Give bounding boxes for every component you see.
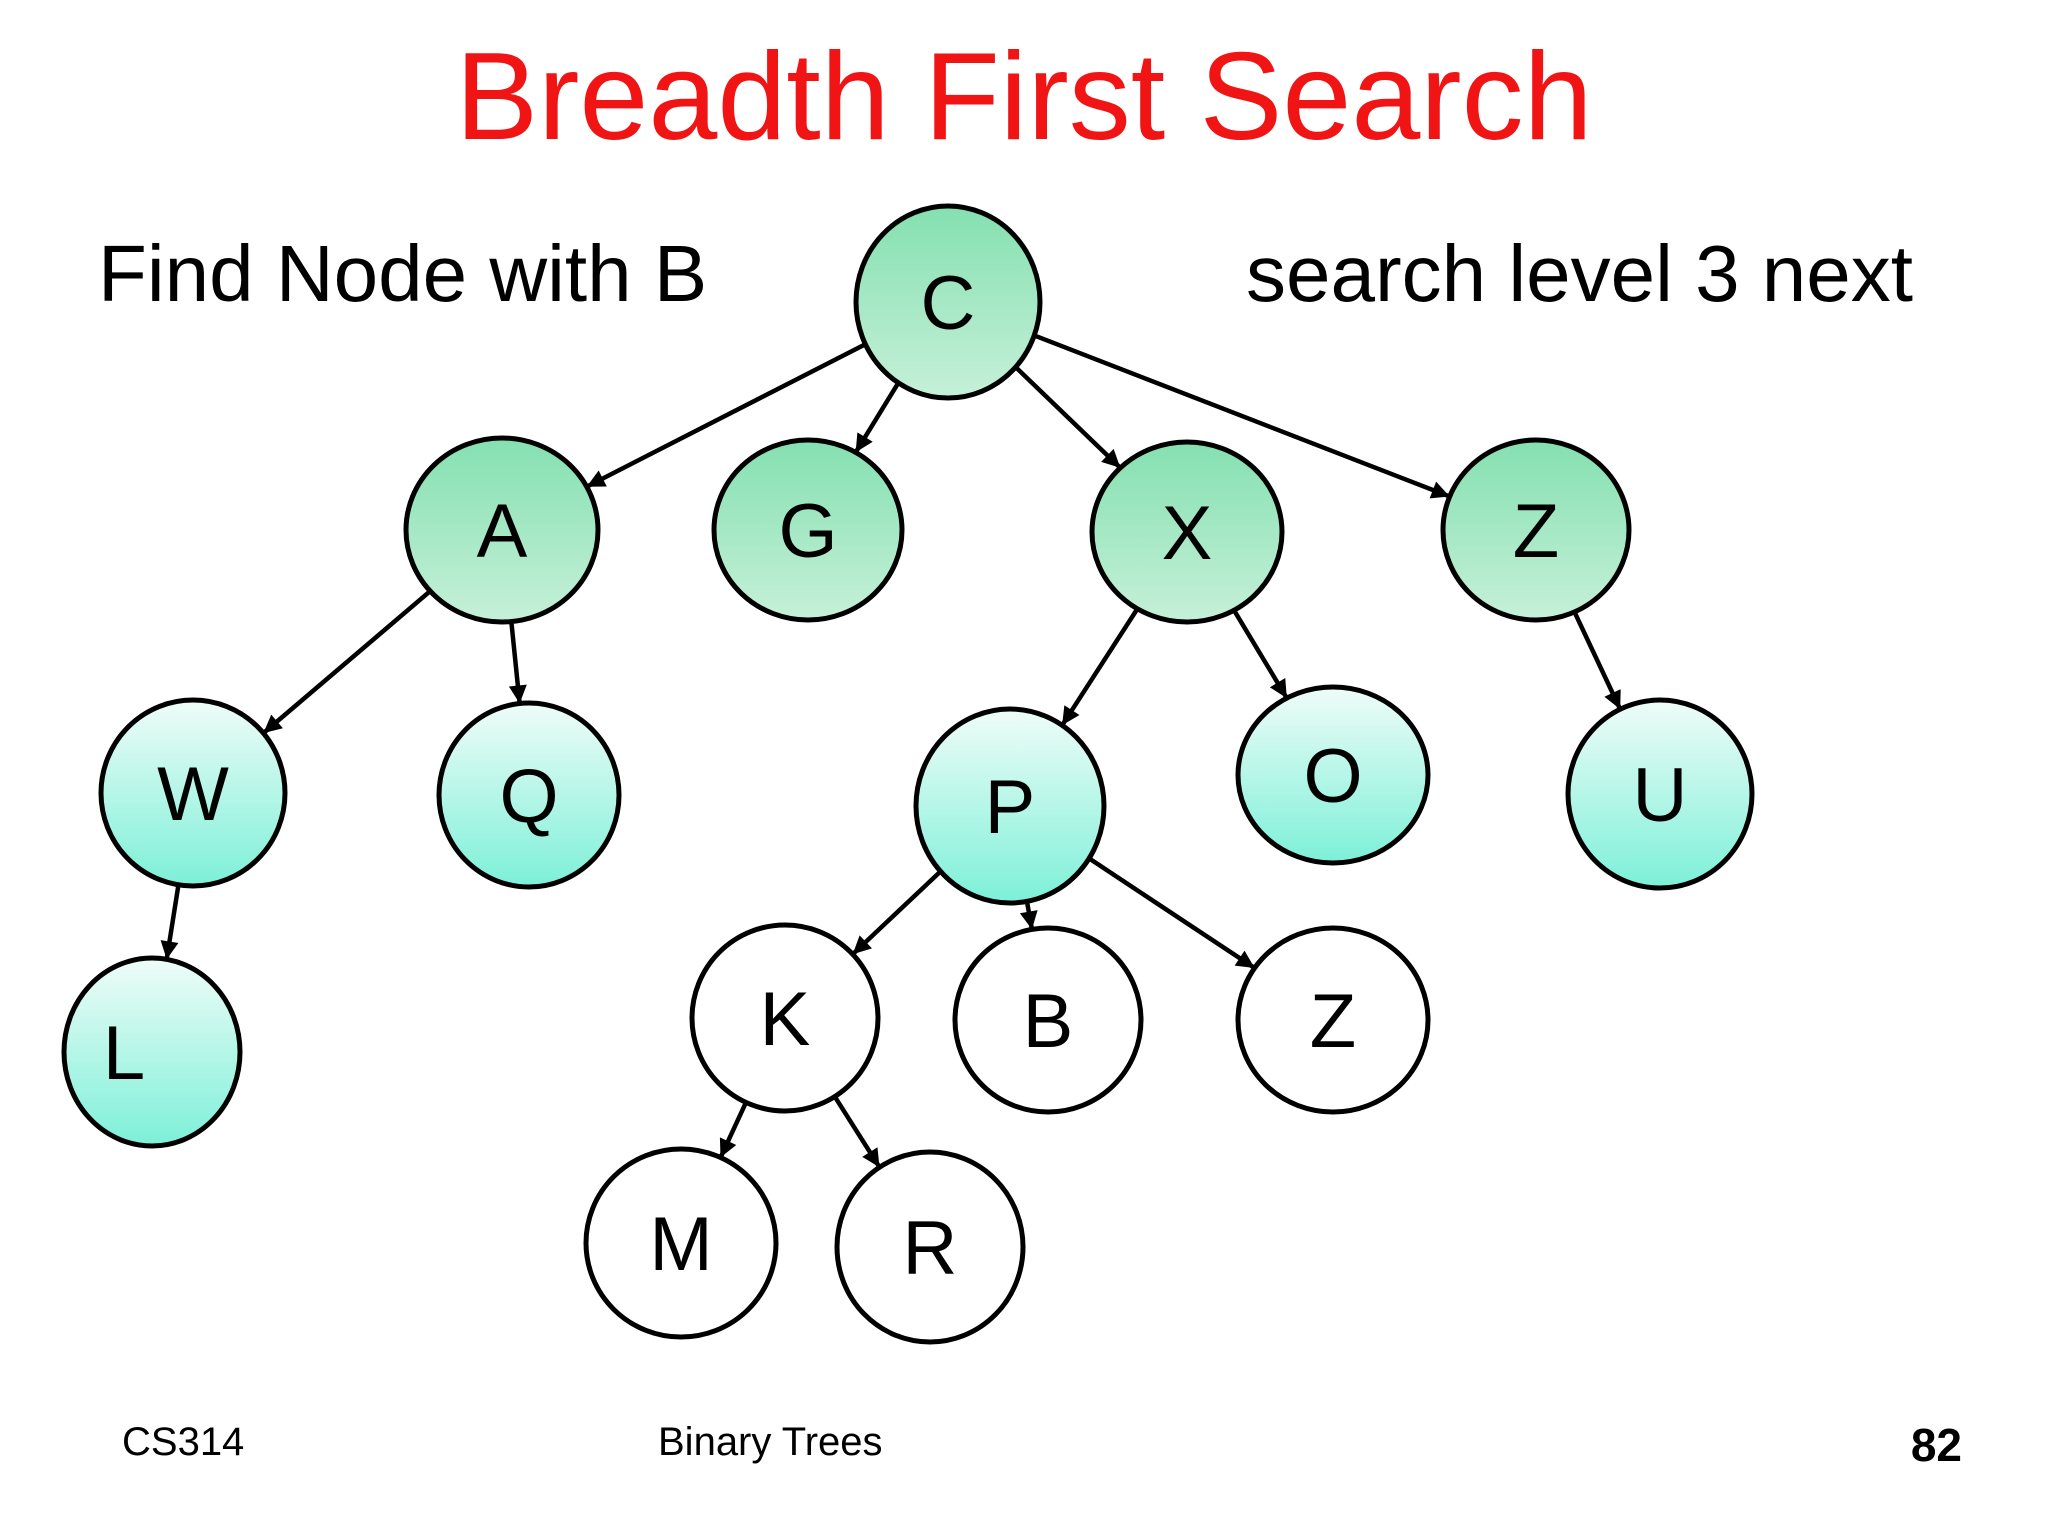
tree-node-label-C: C xyxy=(921,261,976,346)
edge-Z-U xyxy=(1572,610,1623,711)
tree-node-W xyxy=(98,697,288,889)
tree-node-label-O: O xyxy=(1303,734,1362,819)
tree-node-Z xyxy=(1440,437,1632,623)
tree-node-G xyxy=(711,437,905,623)
edge-K-R xyxy=(832,1095,882,1169)
edge-A-W xyxy=(261,589,432,735)
tree-node-label-P: P xyxy=(985,765,1036,850)
tree-node-R xyxy=(834,1149,1026,1345)
edge-X-P xyxy=(1060,607,1140,727)
tree-node-label-U: U xyxy=(1633,753,1688,838)
right-note: search level 3 next xyxy=(1245,229,1913,318)
edge-P-B xyxy=(1019,901,1038,930)
edge-W-L xyxy=(160,884,181,960)
footer-page-number: 82 xyxy=(1910,1419,1962,1471)
edge-K-M xyxy=(718,1101,749,1159)
tree-node-label-G: G xyxy=(778,489,837,574)
tree-node-label-L: L xyxy=(103,1011,145,1096)
edge-A-Q xyxy=(508,621,527,704)
edge-X-O xyxy=(1232,609,1289,700)
tree-node-A xyxy=(403,435,601,625)
tree-node-Q xyxy=(436,700,622,890)
edge-C-A xyxy=(585,342,867,489)
tree-node-O xyxy=(1235,684,1431,866)
footer-course: CS314 xyxy=(122,1420,245,1464)
tree-node-label-Z: Z xyxy=(1513,489,1559,574)
tree-node-M xyxy=(583,1146,779,1340)
slide-title: Breadth First Search xyxy=(455,28,1593,166)
tree-node-label-R: R xyxy=(903,1206,958,1291)
edge-P-Z2 xyxy=(1087,856,1256,970)
tree-node-C xyxy=(853,203,1043,401)
tree-node-label-B: B xyxy=(1023,979,1074,1064)
tree-node-U xyxy=(1565,697,1755,891)
tree-node-label-M: M xyxy=(649,1202,712,1287)
tree-node-Z2 xyxy=(1235,925,1431,1115)
tree-node-label-K: K xyxy=(760,977,811,1062)
tree-node-label-X: X xyxy=(1162,491,1213,576)
edge-P-K xyxy=(851,869,943,956)
tree-node-label-W: W xyxy=(157,752,229,837)
tree-node-X xyxy=(1089,439,1285,625)
tree-node-label-Z2: Z xyxy=(1310,979,1356,1064)
tree-node-P xyxy=(913,706,1107,906)
edge-C-G xyxy=(853,381,901,454)
tree-node-B xyxy=(952,925,1144,1115)
footer-subject: Binary Trees xyxy=(658,1420,883,1464)
left-note: Find Node with B xyxy=(98,229,708,318)
edge-C-X xyxy=(1014,365,1122,470)
tree-node-K xyxy=(689,922,881,1114)
tree-node-label-A: A xyxy=(477,489,528,574)
tree-node-L xyxy=(61,955,243,1149)
edge-C-Z xyxy=(1033,333,1451,499)
tree-node-label-Q: Q xyxy=(499,754,558,839)
